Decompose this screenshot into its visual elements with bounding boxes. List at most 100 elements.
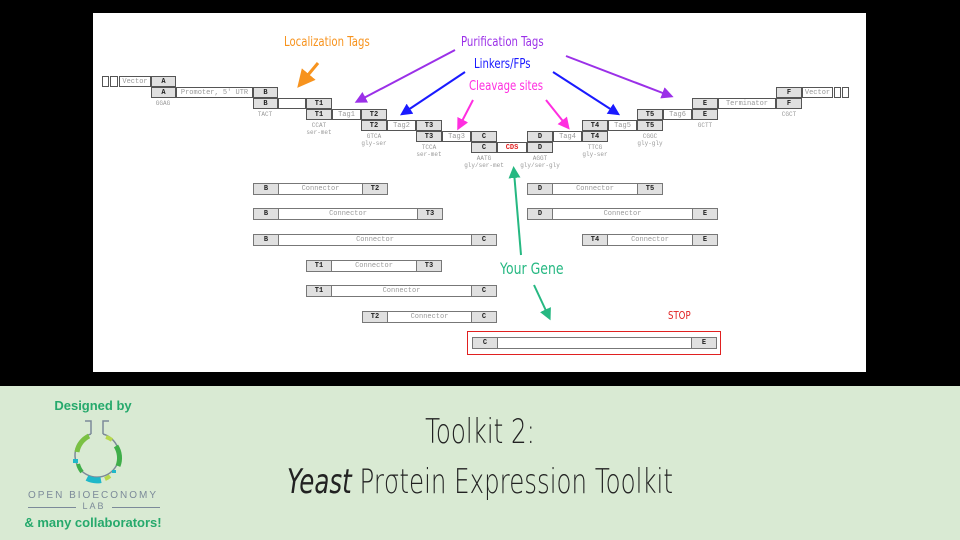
site-t2-top: T2 bbox=[361, 109, 387, 120]
tag6-part: Tag6 bbox=[663, 109, 692, 120]
linker-arrow-left bbox=[400, 71, 466, 116]
connector-label: Connector bbox=[356, 236, 394, 244]
title-yeast: Yeast bbox=[287, 462, 352, 502]
connector-label: Connector bbox=[329, 210, 367, 218]
footer: Designed by OPEN BIOECONOMY LAB & many c… bbox=[0, 386, 960, 540]
connector-right-site: T2 bbox=[362, 184, 387, 194]
connector-left-site: T1 bbox=[307, 261, 332, 271]
cleavage-arrow-left bbox=[457, 99, 474, 131]
site-e-top: E bbox=[692, 98, 718, 109]
connector-label: Connector bbox=[355, 262, 393, 270]
connector-label: Connector bbox=[576, 185, 614, 193]
site-t5-top: T5 bbox=[637, 109, 663, 120]
open-bioeconomy-lab-logo bbox=[73, 420, 122, 484]
promoter-part: Promoter, 5' UTR bbox=[176, 87, 253, 98]
overhang-t4-aa: gly-ser bbox=[582, 151, 608, 158]
site-t1-bottom: T1 bbox=[306, 109, 332, 120]
connector-right-site: C bbox=[471, 286, 496, 296]
stop-part-left-site: C bbox=[473, 338, 498, 348]
vector-end-stub bbox=[834, 87, 841, 98]
connector-right-site: T3 bbox=[417, 209, 442, 219]
purification-tags-label: Purification Tags bbox=[461, 35, 544, 50]
site-t3-bottom: T3 bbox=[416, 131, 442, 142]
your-gene-arrow-up bbox=[508, 166, 522, 256]
overhang-d-aa: gly/ser-gly bbox=[520, 162, 560, 169]
tag4-part: Tag4 bbox=[553, 131, 582, 142]
purification-arrow-left bbox=[354, 49, 456, 103]
overhang-b: TACT bbox=[257, 111, 273, 118]
connector-d-t5: D Connector T5 bbox=[527, 183, 663, 195]
connector-right-site: E bbox=[692, 209, 717, 219]
overhang-t3-aa: ser-met bbox=[416, 151, 442, 158]
tag1-part: Tag1 bbox=[332, 109, 361, 120]
connector-left-site: D bbox=[528, 184, 553, 194]
site-t4-bottom: T4 bbox=[582, 131, 608, 142]
site-a-top: A bbox=[151, 76, 176, 87]
site-t5-bottom: T5 bbox=[637, 120, 663, 131]
site-b-top: B bbox=[253, 87, 278, 98]
overhang-t5-aa: gly-gly bbox=[637, 140, 663, 147]
connector-left-site: T1 bbox=[307, 286, 332, 296]
overhang-c-aa: gly/ser-met bbox=[464, 162, 504, 169]
site-t4-top: T4 bbox=[582, 120, 608, 131]
localization-arrow bbox=[297, 62, 320, 88]
overhang-c: AATG bbox=[476, 155, 492, 162]
connector-label: Connector bbox=[631, 236, 669, 244]
connector-right-site: C bbox=[471, 312, 496, 322]
your-gene-label: Your Gene bbox=[500, 259, 564, 278]
overhang-f: CGCT bbox=[781, 111, 797, 118]
overhang-a: GGAG bbox=[155, 100, 171, 107]
purification-arrow-right bbox=[565, 55, 674, 99]
tag2-part: Tag2 bbox=[387, 120, 416, 131]
site-f-bottom: F bbox=[776, 98, 802, 109]
connector-right-site: C bbox=[471, 235, 496, 245]
title-line-2: Yeast Prσtein Expression Toolkit bbox=[134, 462, 825, 502]
overhang-t2-aa: gly-ser bbox=[361, 140, 387, 147]
connector-label: Connector bbox=[382, 287, 421, 295]
site-c-bottom: C bbox=[471, 142, 497, 153]
stop-highlight-box bbox=[467, 331, 721, 355]
overhang-t2: GTCA bbox=[366, 133, 382, 140]
cds-part: CDS bbox=[497, 142, 527, 153]
connector-d-e: D Connector E bbox=[527, 208, 718, 220]
your-gene-arrow-down bbox=[533, 284, 551, 321]
collaborators-label: & many collaborators! bbox=[24, 515, 162, 530]
connector-t4-e: T4 Connector E bbox=[582, 234, 718, 246]
site-b-bottom: B bbox=[253, 98, 278, 109]
linker-arrow-right bbox=[552, 71, 621, 116]
connector-left-site: T4 bbox=[583, 235, 608, 245]
connector-t1-c: T1 Connector C bbox=[306, 285, 497, 297]
connector-t2-c: T2 Connector C bbox=[362, 311, 497, 323]
tag5-part: Tag5 bbox=[608, 120, 637, 131]
stop-part-right-site: E bbox=[691, 338, 716, 348]
site-e-bottom: E bbox=[692, 109, 718, 120]
linkers-fps-label: Linkers/FPs bbox=[474, 57, 531, 72]
stop-part: C E bbox=[472, 337, 717, 349]
overhang-t4: TTCG bbox=[587, 144, 603, 151]
overhang-t1: CCAT bbox=[311, 122, 327, 129]
connector-left-site: B bbox=[254, 184, 279, 194]
overhang-t3: TCCA bbox=[421, 144, 437, 151]
site-c-top: C bbox=[471, 131, 497, 142]
overhang-t5: CGGC bbox=[642, 133, 658, 140]
lab-name: OPEN BIOECONOMY bbox=[27, 490, 158, 501]
lab-sub: LAB bbox=[76, 501, 112, 511]
stop-label: STOP bbox=[668, 309, 691, 322]
overhang-e: GCTT bbox=[697, 122, 713, 129]
connector-right-site: T3 bbox=[416, 261, 441, 271]
vector-left: Vector bbox=[119, 76, 151, 87]
connector-b-c: B Connector C bbox=[253, 234, 497, 246]
site-a-bottom: A bbox=[151, 87, 176, 98]
cleavage-sites-label: Cleavage sites bbox=[469, 79, 544, 94]
connector-label: Connector bbox=[301, 185, 340, 193]
localization-tag-slot bbox=[278, 98, 306, 109]
connector-label: Connector bbox=[410, 313, 449, 321]
connector-b-t2: B Connector T2 bbox=[253, 183, 388, 195]
overhang-t1-aa: ser-met bbox=[306, 129, 332, 136]
designed-by-label: Designed by bbox=[54, 398, 132, 413]
vector-end-stub bbox=[110, 76, 118, 87]
overhang-d: AGGT bbox=[532, 155, 548, 162]
terminator-part: Terminator bbox=[718, 98, 776, 109]
localization-tags-label: Localization Tags bbox=[284, 35, 370, 50]
connector-left-site: T2 bbox=[363, 312, 388, 322]
